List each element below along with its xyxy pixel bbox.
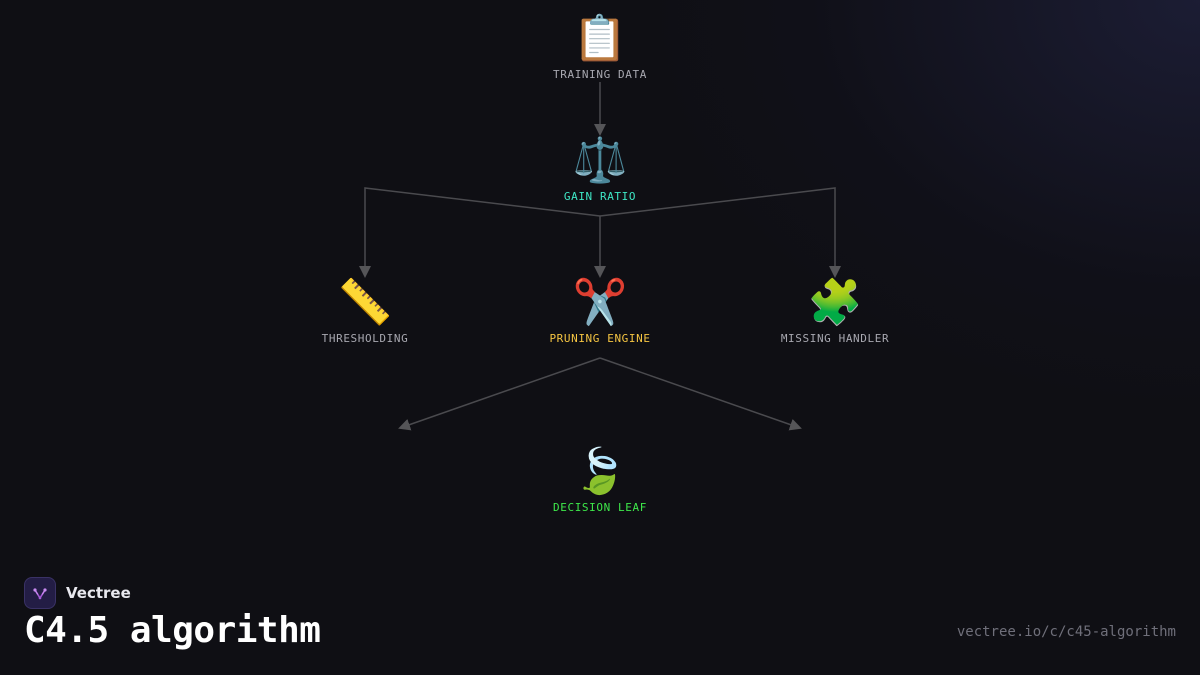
node-decision-leaf: 🍃 DECISION LEAF [510,445,690,514]
scissors-icon: ✂️ [572,277,628,328]
node-label: PRUNING ENGINE [549,332,651,345]
node-label: THRESHOLDING [321,332,409,345]
node-label: TRAINING DATA [553,68,647,81]
balance-scale-icon: ⚖️ [572,135,628,186]
brand-name: Vectree [66,584,131,602]
node-pruning-engine: ✂️ PRUNING ENGINE [510,276,690,345]
node-thresholding: 📏 THRESHOLDING [275,276,455,345]
brand[interactable]: Vectree [24,577,131,609]
page-url[interactable]: vectree.io/c/c45-algorithm [956,624,1176,640]
node-label: GAIN RATIO [563,190,637,203]
puzzle-piece-icon: 🧩 [807,277,863,328]
clipboard-icon: 📋 [572,13,628,64]
edge-pruning-to-leaf-right [599,357,802,431]
ruler-icon: 📏 [337,277,393,328]
leaf-icon: 🍃 [572,446,628,497]
vectree-logo-icon [24,577,56,609]
node-label: DECISION LEAF [553,501,647,514]
node-training-data: 📋 TRAINING DATA [510,12,690,81]
node-gain-ratio: ⚖️ GAIN RATIO [510,134,690,203]
edge-pruning-to-leaf-left [398,357,601,431]
page-title: C4.5 algorithm [24,610,321,651]
node-missing-handler: 🧩 MISSING HANDLER [745,276,925,345]
edge-gain-to-missing-handler [599,187,841,278]
node-label: MISSING HANDLER [780,332,890,345]
edge-gain-to-thresholding [359,187,601,278]
